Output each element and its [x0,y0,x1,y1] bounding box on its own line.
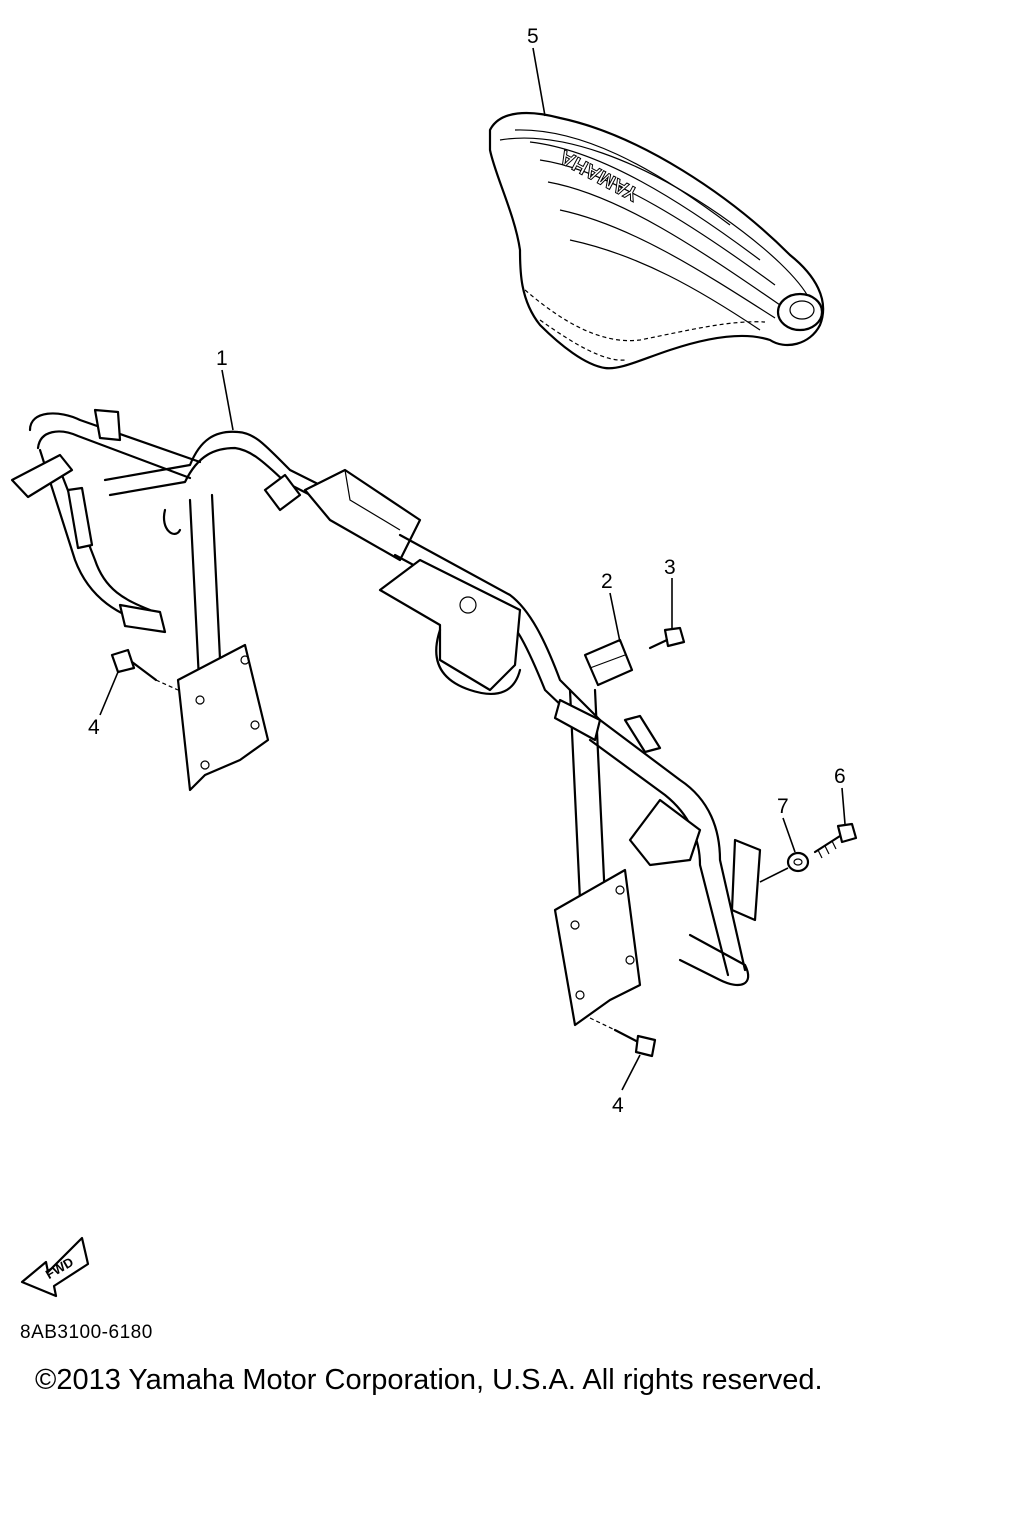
callout-bolt-left: 4 [88,716,100,739]
callout-clamp: 2 [601,570,613,593]
fwd-arrow-icon: FWD [20,1236,90,1298]
bolt-side-part [813,822,858,859]
washer-part [759,851,810,883]
callout-washer: 7 [777,795,789,818]
bolt-left-part [110,648,179,691]
handlebar-pad-part: YAMAHA [488,111,825,370]
copyright-notice: ©2013 Yamaha Motor Corporation, U.S.A. A… [35,1364,823,1396]
callout-frame: 1 [216,347,228,370]
bolt-right-part [589,1017,657,1058]
callout-pad: 5 [527,25,539,48]
callout-bolt-side: 6 [834,765,846,788]
frame-part [10,408,762,1027]
clamp-part [583,638,634,687]
callout-screw: 3 [664,556,676,579]
screw-part [648,626,686,650]
callout-bolt-right: 4 [612,1094,624,1117]
diagram-code: 8AB3100-6180 [20,1322,153,1343]
